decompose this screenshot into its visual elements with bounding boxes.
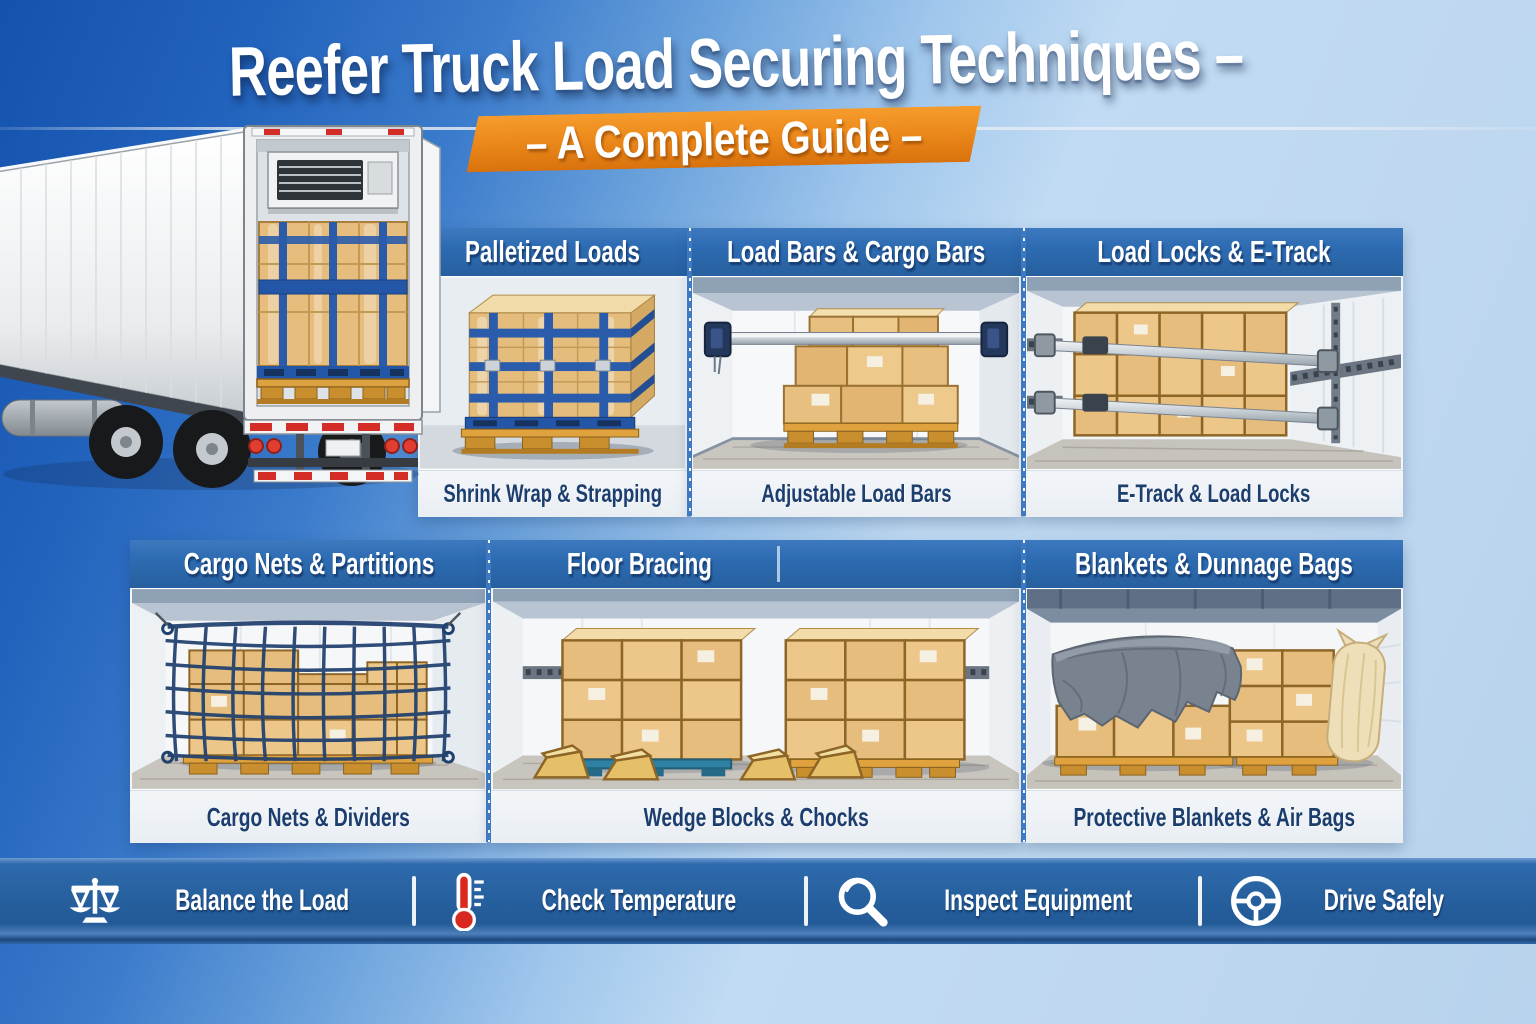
panel-title-bar: Load Bars & Cargo Bars <box>691 228 1021 276</box>
panel-title: Load Bars & Cargo Bars <box>727 234 986 269</box>
panel-title: Palletized Loads <box>465 234 640 269</box>
panel-divider <box>1021 540 1026 842</box>
tip-label: Inspect Equipment <box>944 884 1133 917</box>
strapped-pallet-illustration <box>418 276 687 470</box>
panel-title: Floor Bracing <box>566 546 712 581</box>
panel-title-bar: Blankets & Dunnage Bags <box>1025 540 1403 588</box>
footer-divider <box>1198 876 1203 926</box>
etrack-load-locks-illustration <box>1025 276 1403 470</box>
panel-palletized-loads: Palletized Loads <box>418 228 687 517</box>
reefer-truck-illustration <box>0 112 441 497</box>
panel-caption: Cargo Nets & Dividers <box>206 801 411 832</box>
footer-divider <box>412 876 417 926</box>
steering-wheel-icon <box>1228 873 1284 929</box>
panel-floor-bracing: Floor Bracing <box>491 540 1021 843</box>
tip-drive-safely: Drive Safely <box>1202 873 1496 929</box>
panel-caption: Wedge Blocks & Chocks <box>643 801 869 832</box>
panel-caption-bar: Protective Blankets & Air Bags <box>1025 790 1403 843</box>
header-divider <box>777 546 781 582</box>
blanket-dunnage-illustration <box>1025 588 1403 790</box>
panel-title: Cargo Nets & Partitions <box>183 546 434 581</box>
tip-check-temperature: Check Temperature <box>416 871 804 931</box>
panel-cargo-nets: Cargo Nets & Partitions <box>130 540 487 843</box>
load-bar-illustration <box>691 276 1021 470</box>
panel-caption: Shrink Wrap & Strapping <box>443 479 662 508</box>
footer-divider <box>804 876 809 926</box>
panel-caption-bar: Shrink Wrap & Strapping <box>418 470 687 517</box>
safety-tips-bar: Balance the Load Check Temperature <box>0 858 1536 944</box>
magnifying-glass-icon <box>834 873 890 929</box>
thermometer-icon <box>442 871 486 931</box>
panel-caption: Adjustable Load Bars <box>760 479 952 508</box>
panel-title: Load Locks & E-Track <box>1097 234 1331 269</box>
balance-scale-icon <box>66 875 124 927</box>
panel-caption: Protective Blankets & Air Bags <box>1073 801 1355 832</box>
tip-label: Balance the Load <box>175 884 349 917</box>
panel-title-bar: Palletized Loads <box>418 228 687 276</box>
panel-divider <box>486 540 491 842</box>
panel-title: Blankets & Dunnage Bags <box>1075 546 1353 581</box>
tip-label: Drive Safely <box>1324 884 1445 917</box>
panel-title-bar: Floor Bracing <box>491 540 1021 588</box>
subtitle-ribbon: – A Complete Guide – <box>465 106 982 173</box>
panel-title-bar: Load Locks & E-Track <box>1025 228 1403 276</box>
panel-divider <box>687 228 692 516</box>
subtitle-text: – A Complete Guide – <box>525 108 923 170</box>
tip-balance-the-load: Balance the Load <box>40 875 412 927</box>
tip-inspect-equipment: Inspect Equipment <box>808 873 1198 929</box>
panel-caption-bar: E-Track & Load Locks <box>1025 470 1403 517</box>
panel-caption-bar: Cargo Nets & Dividers <box>130 790 487 843</box>
panel-caption-bar: Adjustable Load Bars <box>691 470 1021 517</box>
panel-title-bar: Cargo Nets & Partitions <box>130 540 487 588</box>
panel-blankets-dunnage: Blankets & Dunnage Bags <box>1025 540 1403 843</box>
cargo-net-illustration <box>130 588 487 790</box>
page-title: Reefer Truck Load Securing Techniques – <box>59 13 1280 126</box>
panel-caption-bar: Wedge Blocks & Chocks <box>491 790 1021 843</box>
wedge-blocks-illustration <box>491 588 1021 790</box>
panel-caption: E-Track & Load Locks <box>1117 479 1311 508</box>
panel-load-bars: Load Bars & Cargo Bars <box>691 228 1021 517</box>
tip-label: Check Temperature <box>541 884 737 917</box>
page-title-text: Reefer Truck Load Securing Techniques – <box>228 15 1244 111</box>
panel-load-locks: Load Locks & E-Track <box>1025 228 1403 517</box>
panel-divider <box>1021 228 1026 516</box>
